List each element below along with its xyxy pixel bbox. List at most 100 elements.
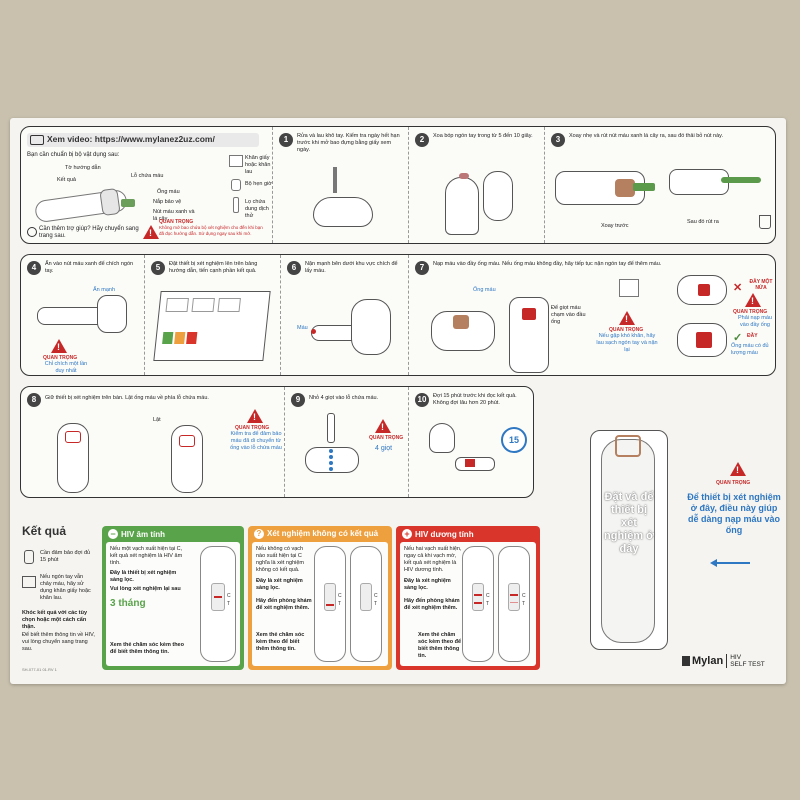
- step-3-label-pull: Sau đó rút ra: [687, 219, 719, 225]
- result-positive-text-4: Xem thẻ chăm sóc kèm theo để biết thêm t…: [418, 632, 462, 659]
- step-5-text: Đặt thiết bị xét nghiệm lên trên bảng hư…: [169, 261, 258, 274]
- result-positive-title: HIV dương tính: [415, 530, 474, 539]
- step-10: 10 Đợi 15 phút trước khi đọc kết quả. Kh…: [409, 387, 533, 497]
- flip-illustration-right: [131, 421, 231, 495]
- prep-item-result: Kết quả: [57, 177, 76, 183]
- cross-icon: ✕: [733, 282, 743, 294]
- results-note-1: Cần đảm bảo đợi đủ 15 phút: [40, 550, 91, 563]
- place-warn-title: QUAN TRỌNG: [716, 480, 751, 486]
- c-label: C: [227, 593, 231, 599]
- results-note-3: Khóc kết quả với các tùy chọn hoặc một c…: [22, 610, 88, 630]
- warning-icon: [619, 311, 635, 325]
- result-positive-text-3: Hãy đến phòng khám để xét nghiệm thêm.: [404, 598, 460, 611]
- prep-title: Bạn cần chuẩn bị bộ vật dụng sau:: [27, 152, 120, 158]
- minus-icon: −: [108, 529, 118, 539]
- prep-help: Cần thêm trợ giúp? Hãy chuyển sang trang…: [39, 226, 139, 239]
- video-bar: Xem video: https://www.mylanez2uz.com/: [27, 133, 259, 147]
- results-note-4: Để biết thêm thông tin về HIV, vui lòng …: [22, 632, 95, 652]
- step-9-text: Nhỏ 4 giọt vào lỗ chứa máu.: [309, 395, 379, 401]
- result-positive-device-2: C T: [498, 546, 530, 662]
- press-illustration: [37, 295, 133, 335]
- timer-illustration: [231, 179, 241, 191]
- step-7-warn2-text: Phải nạp máu vào đầy ống: [738, 315, 772, 328]
- prep-warn-text: Không mở bao chứa bộ xét nghiệm cho đến …: [159, 225, 263, 236]
- step-9-number: 9: [291, 393, 305, 407]
- half-full-tube-illustration: [677, 275, 727, 305]
- step-6-label: Máu: [297, 325, 308, 331]
- steps-8-10-panel: 8 Giữ thiết bị xét nghiệm trên bàn. Lật …: [20, 386, 534, 498]
- flip-illustration-left: [35, 417, 115, 495]
- result-positive-card: +HIV dương tính Nếu hai vạch xuất hiện, …: [396, 526, 540, 670]
- result-invalid-text-4: Xem thẻ chăm sóc kèm theo để biết thêm t…: [256, 632, 305, 652]
- step-7-drop-label: Để giọt máu chạm vào đầu ống: [551, 305, 586, 325]
- results-note-2: Nếu ngón tay vẫn chảy máu, hãy sử dụng k…: [40, 574, 91, 601]
- step-6-number: 6: [287, 261, 301, 275]
- squeeze-illustration: [311, 295, 401, 365]
- tube-closeup-illustration: [509, 297, 549, 373]
- video-label[interactable]: Xem video: https://www.mylanez2uz.com/: [47, 134, 215, 144]
- brand-logo: Mylan: [692, 655, 724, 667]
- result-invalid-text-3: Hãy đến phòng khám để xét nghiệm thêm.: [256, 598, 312, 611]
- result-negative-months: 3 tháng: [110, 598, 146, 609]
- step-8-number: 8: [27, 393, 41, 407]
- step-1-number: 1: [279, 133, 293, 147]
- result-negative-header: −HIV âm tính: [102, 526, 244, 542]
- tissue-illustration: [619, 279, 639, 297]
- results-title: Kết quả: [22, 524, 67, 538]
- result-invalid-body: Nếu không có vạch nào xuất hiện tại C ng…: [252, 542, 388, 666]
- drops-illustration: [299, 413, 369, 495]
- step-3-number: 3: [551, 133, 565, 147]
- result-invalid-title: Xét nghiệm không có kết quả: [267, 529, 379, 538]
- step-6: 6 Nặn mạnh bên dưới khu vực chích để lấy…: [281, 255, 409, 375]
- sheet-tray-illustration: [153, 291, 271, 361]
- twist-illustration: [555, 157, 655, 217]
- pull-illustration: [669, 163, 765, 203]
- step-4-warn-title: QUAN TRỌNG: [43, 355, 78, 361]
- step-8-warn-text: Kiểm tra để đảm bảo máu đã di chuyển từ …: [230, 431, 282, 451]
- plus-icon: +: [402, 529, 412, 539]
- step-3: 3 Xoay nhẹ và rút nút máu xanh lá cây ra…: [545, 127, 775, 243]
- fill-tube-illustration: [423, 291, 513, 361]
- result-invalid-header: ?Xét nghiệm không có kết quả: [248, 526, 392, 542]
- result-negative-text-2: Đây là thiết bị xét nghiệm sàng lọc.: [110, 570, 177, 583]
- brand-product-1: HIV: [730, 654, 742, 661]
- c-label: C: [486, 593, 490, 599]
- step-7-bad: ĐẦY MỘT NỬA: [749, 279, 773, 291]
- step-8: 8 Giữ thiết bị xét nghiệm trên bàn. Lật …: [21, 387, 285, 497]
- brand: Mylan HIV SELF TEST: [682, 654, 765, 668]
- prep-item-tube: Ống máu: [157, 189, 180, 195]
- place-device-area[interactable]: Đặt và để thiết bị xét nghiệm ở đây: [590, 430, 668, 650]
- finger-massage-illustration: [435, 167, 521, 237]
- mylan-logo-icon: [682, 656, 690, 666]
- step-9: 9 Nhỏ 4 giọt vào lỗ chứa máu. QUAN TRỌNG…: [285, 387, 409, 497]
- prep-item-tissue: Khăn giấy hoặc khăn lau: [245, 155, 271, 175]
- step-10-text: Đợi 15 phút trước khi đọc kết quả. Không…: [433, 393, 517, 406]
- result-positive-header: +HIV dương tính: [396, 526, 540, 542]
- warning-icon: [143, 225, 159, 239]
- step-5: 5 Đặt thiết bị xét nghiệm lên trên bảng …: [145, 255, 281, 375]
- tissue-icon: [22, 576, 36, 588]
- step-4: 4 Ấn vào nút máu xanh để chích ngón tay.…: [21, 255, 145, 375]
- step-4-warn-text: Chỉ chích một lần duy nhất: [44, 361, 88, 374]
- place-side-text: Để thiết bị xét nghiệm ở đây, điều này g…: [687, 492, 781, 535]
- video-icon: [30, 135, 44, 145]
- result-invalid-text-2: Đây là xét nghiệm sàng lọc.: [256, 578, 303, 591]
- watch-icon: [24, 550, 34, 564]
- instruction-sheet: Xem video: https://www.mylanez2uz.com/ B…: [10, 118, 786, 684]
- kit-illustration: [33, 185, 135, 224]
- step-3-label-twist: Xoay trước: [601, 223, 629, 229]
- result-negative-body: Nếu một vạch xuất hiện tại C, kết quả xé…: [106, 542, 240, 666]
- step-7-good: ĐẦY: [747, 333, 758, 339]
- step-1: 1 Rửa và lau khô tay. Kiểm tra ngày hết …: [273, 127, 409, 243]
- step-4-number: 4: [27, 261, 41, 275]
- warning-icon: [730, 462, 746, 476]
- step-4-text: Ấn vào nút máu xanh để chích ngón tay.: [45, 261, 134, 274]
- result-positive-text: Nếu hai vạch xuất hiện, ngay cả khi vạch…: [404, 546, 462, 573]
- warning-icon: [247, 409, 263, 423]
- step-7-good-text: Ống máu có đủ lượng máu: [731, 343, 769, 356]
- warning-icon: [375, 419, 391, 433]
- results-code: SH-077-01 01.RV 1: [22, 667, 57, 672]
- result-invalid-text: Nếu không có vạch nào xuất hiện tại C ng…: [256, 546, 305, 573]
- step-8-warn-title: QUAN TRỌNG: [235, 425, 270, 431]
- step-2: 2 Xoa bóp ngón tay trong từ 5 đến 10 giâ…: [409, 127, 545, 243]
